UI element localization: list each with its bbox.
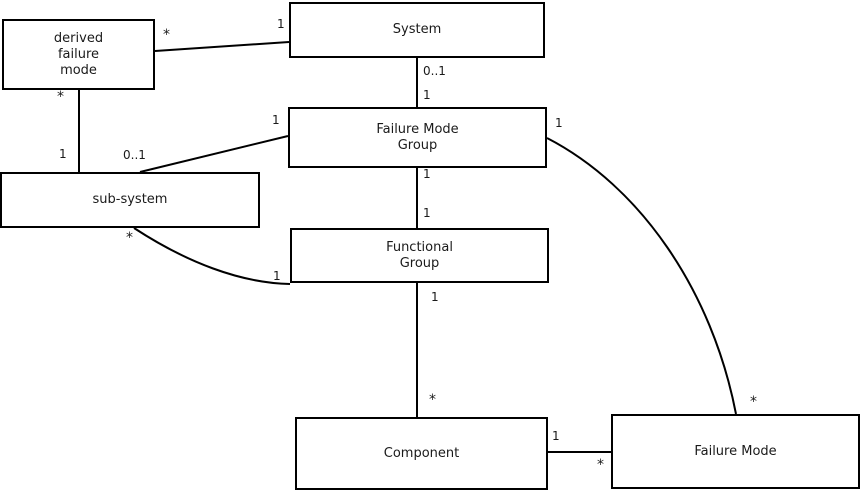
mult-fg-to-subsystem: 1 — [273, 269, 281, 283]
class-box-functional-group[interactable]: Functional Group — [290, 228, 549, 283]
mult-fg-to-fmg: 1 — [423, 206, 431, 220]
mult-subsystem-to-fmg: 0..1 — [123, 148, 146, 162]
mult-component-to-failuremode: 1 — [552, 429, 560, 443]
mult-fg-to-component: 1 — [431, 290, 439, 304]
class-name-derived-failure-mode: derived failure mode — [53, 30, 104, 78]
class-name-functional-group: Functional Group — [386, 239, 453, 271]
class-name-system: System — [392, 22, 442, 37]
class-box-derived-failure-mode[interactable]: derived failure mode — [2, 19, 155, 90]
class-name-sub-system: sub-system — [92, 192, 168, 207]
association-failure-mode-group--sub-system — [139, 135, 289, 173]
mult-system-to-dfm: 1 — [277, 17, 285, 31]
class-name-failure-mode: Failure Mode — [694, 443, 777, 459]
mult-fmg-to-subsystem: 1 — [272, 113, 280, 127]
mult-failuremode-to-component: * — [597, 457, 604, 473]
class-box-component[interactable]: Component — [295, 417, 548, 490]
class-name-component: Component — [383, 445, 460, 461]
class-name-failure-mode-group: Failure Mode Group — [376, 121, 459, 153]
association-sub-system--functional-group — [133, 227, 291, 285]
association-derived-failure-mode--system — [154, 41, 290, 52]
class-box-system[interactable]: System — [289, 2, 545, 58]
mult-fmg-to-fg: 1 — [423, 167, 431, 181]
mult-fmg-to-system: 1 — [423, 88, 431, 102]
mult-subsystem-to-fg: * — [126, 230, 133, 246]
association-failure-mode-group--failure-mode — [546, 137, 737, 415]
class-box-failure-mode[interactable]: Failure Mode — [611, 414, 860, 489]
mult-fmg-to-failuremode: 1 — [555, 116, 563, 130]
mult-dfm-to-system: * — [163, 27, 170, 43]
class-box-sub-system[interactable]: sub-system — [0, 172, 260, 228]
mult-system-to-fmg: 0..1 — [423, 64, 446, 78]
mult-dfm-to-subsystem: * — [57, 89, 64, 105]
mult-subsystem-to-dfm: 1 — [59, 147, 67, 161]
class-box-failure-mode-group[interactable]: Failure Mode Group — [288, 107, 547, 168]
mult-failuremode-to-fmg: * — [750, 394, 757, 410]
mult-component-to-fg: * — [429, 392, 436, 408]
